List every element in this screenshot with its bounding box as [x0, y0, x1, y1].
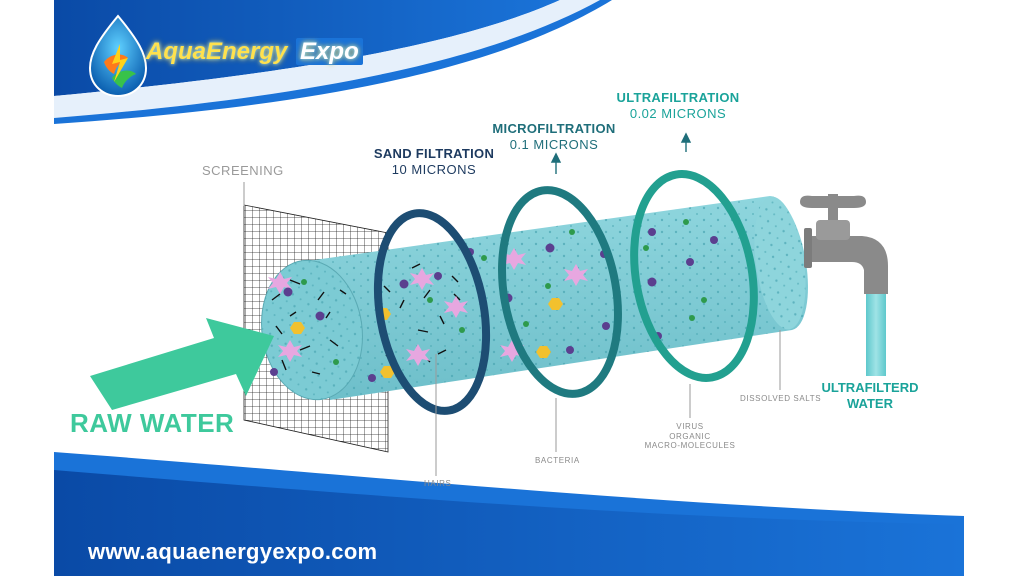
label-dissolved-salts: DISSOLVED SALTS [740, 394, 822, 403]
upward-arrows [550, 132, 692, 174]
website-link[interactable]: www.aquaenergyexpo.com [88, 539, 378, 564]
water-stream [866, 294, 886, 376]
output-line2: WATER [847, 395, 893, 411]
label-ultrafiltered-water: ULTRAFILTERD WATER [820, 380, 920, 411]
label-hairs: HAIRS [424, 479, 452, 488]
ultrafiltration-ring [630, 170, 758, 382]
microfiltration-title: MICROFILTRATION [492, 121, 616, 136]
brand-name-aquaenergy: AquaEnergy [146, 38, 288, 65]
microfiltration-ring [498, 186, 622, 398]
label-microfiltration: MICROFILTRATION 0.1 MICRONS [492, 121, 616, 152]
brand-logo-text: AquaEnergy Expo [146, 38, 363, 67]
label-screening: SCREENING [202, 163, 284, 178]
logo-drop-icon [88, 14, 148, 98]
label-virus-organic: VIRUS ORGANIC MACRO-MOLECULES [640, 422, 740, 451]
raw-water-arrow [90, 318, 274, 410]
label-organic: ORGANIC [669, 431, 711, 441]
output-line1: ULTRAFILTERD [821, 380, 919, 395]
sand-filtration-title: SAND FILTRATION [373, 146, 495, 161]
faucet-icon [800, 194, 888, 294]
bacteria-particles [268, 248, 588, 366]
microfiltration-size: 0.1 MICRONS [509, 136, 599, 152]
label-virus: VIRUS [676, 422, 704, 431]
label-ultrafiltration: ULTRAFILTRATION 0.02 MICRONS [616, 90, 740, 121]
ultrafiltration-size: 0.02 MICRONS [629, 105, 727, 121]
sand-filtration-size: 10 MICRONS [391, 161, 477, 177]
label-pointers [243, 182, 781, 476]
label-raw-water: RAW WATER [70, 408, 235, 438]
label-bacteria: BACTERIA [535, 456, 580, 465]
brand-name-expo: Expo [296, 38, 363, 65]
bottom-banner [54, 452, 964, 576]
label-macro-molecules: MACRO-MOLECULES [644, 441, 736, 451]
ultrafiltration-title: ULTRAFILTRATION [616, 90, 740, 105]
green-particles [301, 219, 707, 365]
label-sand-filtration: SAND FILTRATION 10 MICRONS [372, 146, 496, 177]
sand-filtration-ring [373, 209, 491, 415]
